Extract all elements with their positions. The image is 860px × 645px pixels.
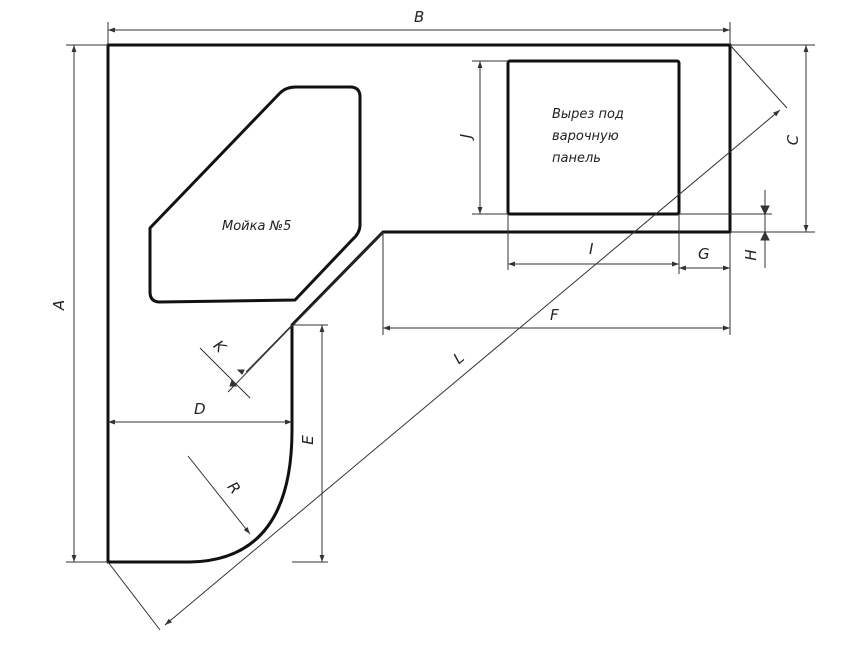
dim-label-f: F — [550, 306, 559, 324]
dim-label-e: E — [299, 435, 317, 445]
hob-cutout-label: Вырез под варочную панель — [552, 107, 628, 166]
dim-label-i: I — [589, 240, 594, 258]
dimension-lines — [71, 27, 809, 626]
dim-line-r — [187, 455, 251, 535]
dim-label-b: B — [414, 8, 424, 26]
sink-label: Мойка №5 — [222, 219, 291, 234]
extension-lines — [66, 22, 815, 631]
dim-label-j: J — [457, 134, 475, 141]
dim-label-a: A — [50, 300, 68, 311]
dim-label-r: R — [224, 478, 245, 497]
dim-line-l — [164, 109, 781, 626]
dim-label-h: H — [742, 249, 760, 260]
dim-line-k — [199, 347, 251, 399]
dim-label-d: D — [194, 400, 206, 418]
dim-label-g: G — [698, 245, 710, 263]
dim-label-l: L — [450, 349, 468, 368]
dim-label-k: K — [210, 337, 231, 358]
dim-label-c: C — [784, 134, 802, 145]
countertop-outline — [106, 43, 732, 564]
sink-outline — [148, 85, 362, 304]
